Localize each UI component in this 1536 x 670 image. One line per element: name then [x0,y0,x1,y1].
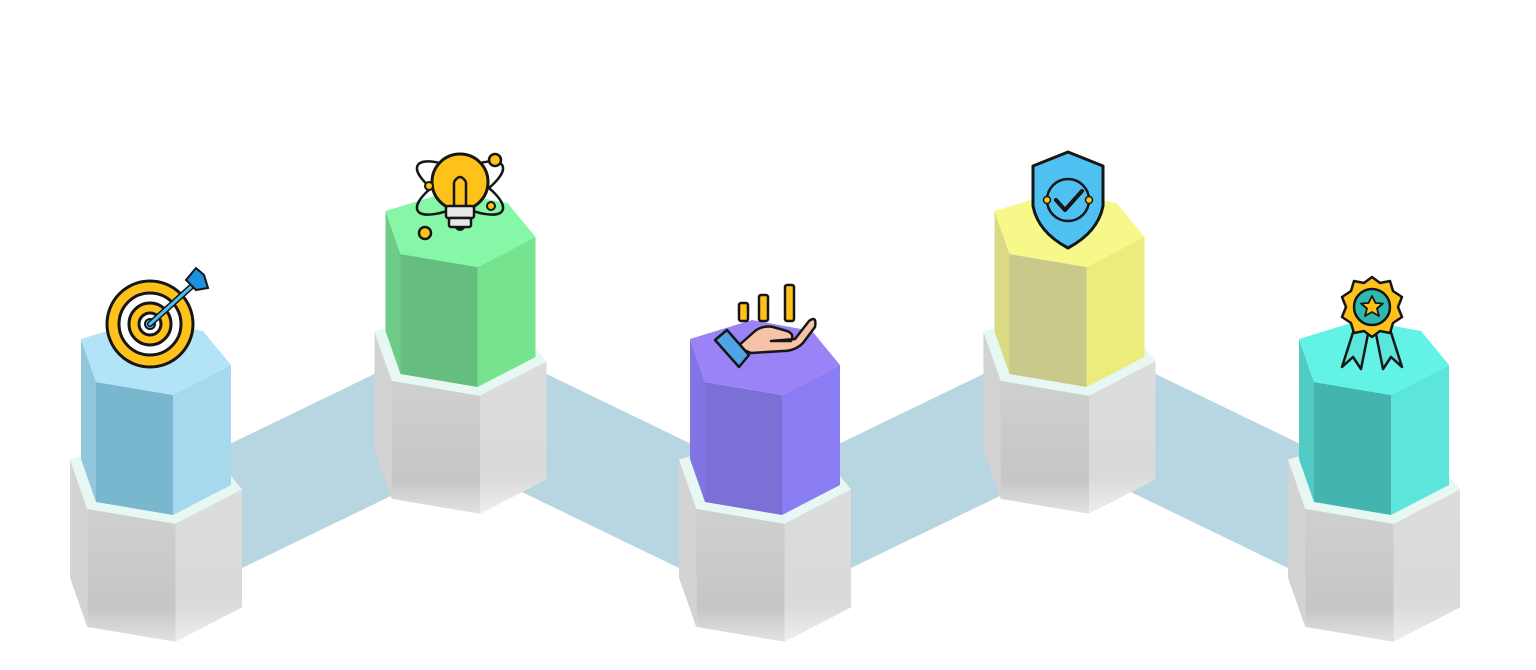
pillar-front-face [400,254,478,387]
pillar-side-face [1391,365,1449,515]
base-side-face [1393,489,1460,642]
shield-check-icon [1031,150,1105,250]
pillar-left-face [994,211,1010,374]
pillar-side-face [173,365,231,515]
pillars-group [70,192,1460,642]
pillar-front-face [705,382,782,515]
pillar-side-face [1086,237,1145,387]
connector-band [176,342,441,600]
pillar-front-face [1009,254,1087,387]
base-front-face [391,380,480,514]
hand-growth-chart-icon [713,283,817,369]
pillar-front-face [1314,382,1391,515]
base-left-face [374,331,392,499]
connector-band [1089,342,1354,600]
pillar-side-face [477,237,536,387]
pillar-step [374,192,547,514]
pillar-left-face [81,339,96,502]
pillar-left-face [1299,339,1314,502]
connector-paths [176,342,1354,600]
base-side-face [480,361,547,514]
base-left-face [70,459,88,627]
base-left-face [983,331,1001,499]
connector-band [480,342,745,600]
pillar-step [679,320,851,642]
award-badge-icon [1340,275,1404,371]
lightbulb-icon [415,152,505,241]
pillar-side-face [782,365,840,515]
pillar-step [70,320,242,642]
pillar-step [1288,320,1460,642]
pillar-top-face [1299,320,1449,395]
base-front-face [696,508,785,642]
connector-band [785,342,1050,600]
base-side-face [175,489,242,642]
base-side-face [1089,361,1156,514]
base-side-face [784,489,851,642]
pillar-left-face [385,211,401,374]
target-icon [105,266,210,369]
base-left-face [679,459,697,627]
base-front-face [1000,380,1089,514]
base-front-face [1305,508,1394,642]
pillar-left-face [690,339,705,502]
base-front-face [87,508,176,642]
base-left-face [1288,459,1306,627]
pillar-front-face [96,382,173,515]
